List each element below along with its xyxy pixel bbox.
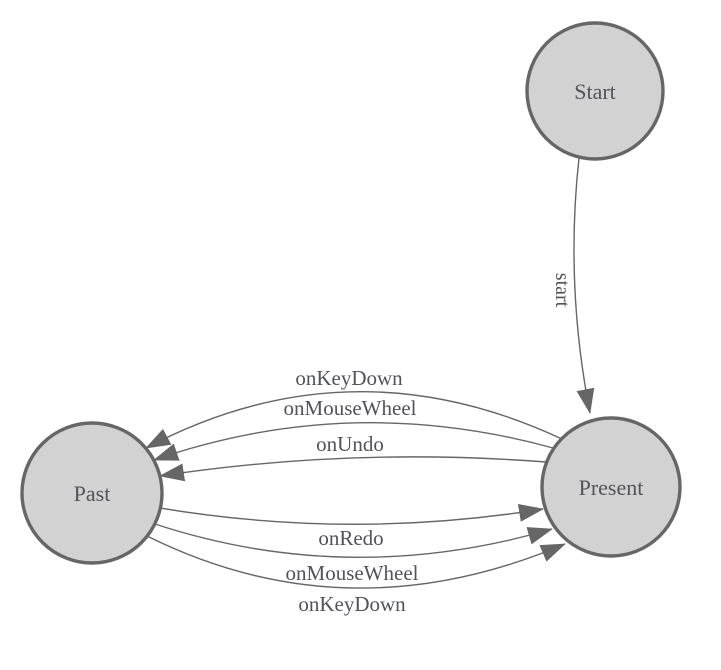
edge-line-onredo [159,503,544,525]
edge-label-onredo: onRedo [318,526,383,550]
edge-present-to-past-onkeydown: onKeyDown [145,366,563,449]
present-node-label: Present [579,475,644,500]
past-node-label: Past [74,481,111,506]
edge-line-start [573,157,595,414]
edge-start-to-present: start [551,157,595,414]
present-node-circle [540,416,682,558]
edge-past-to-present-onkeydown: onKeyDown [146,535,566,616]
edge-label-onkeydown-bottom: onKeyDown [298,592,406,616]
start-node-circle [525,21,665,161]
edge-line-onmousewheel-bottom [154,523,553,558]
edge-label-start: start [551,273,573,308]
edge-line-onkeydown-bottom [146,535,566,589]
state-node-present: Present [540,416,682,558]
past-node-circle [20,421,164,565]
state-node-past: Past [20,421,164,565]
edge-label-onmousewheel-top: onMouseWheel [284,396,417,420]
edge-past-to-present-onmousewheel: onMouseWheel [154,523,553,585]
edge-present-to-past-onundo: onUndo [159,432,547,482]
edge-line-onundo [159,456,547,482]
state-node-start: Start [525,21,665,161]
edge-label-onmousewheel-bottom: onMouseWheel [286,561,419,585]
edge-label-onundo: onUndo [316,432,384,456]
edge-line-onmousewheel-top [153,422,554,461]
edge-present-to-past-onmousewheel: onMouseWheel [153,396,554,461]
edge-label-onkeydown-top: onKeyDown [295,366,403,390]
start-node-label: Start [574,79,616,104]
edge-past-to-present-onredo: onRedo [159,503,544,550]
edge-line-onkeydown-top [145,391,563,449]
